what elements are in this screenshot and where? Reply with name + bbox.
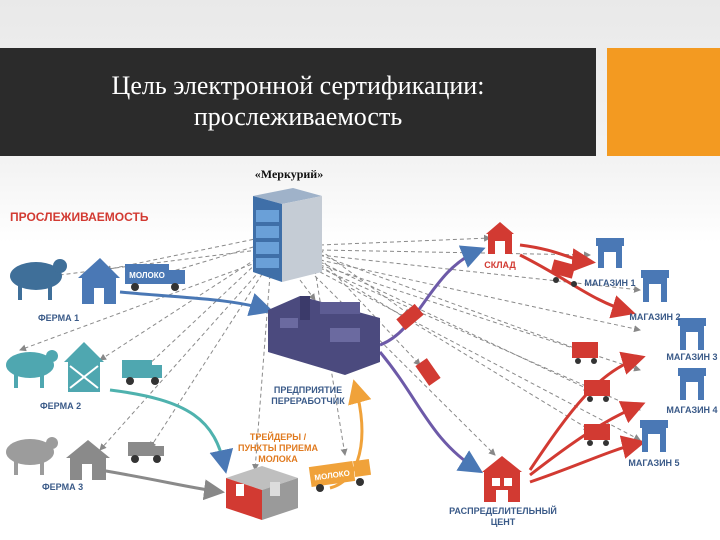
flow-arrows — [99, 243, 646, 501]
red-truck-4 — [572, 342, 598, 364]
title-bar — [0, 48, 596, 156]
farm-3-label: ФЕРМА 3 — [42, 482, 83, 492]
milk-truck-1: МОЛОКО — [125, 264, 185, 291]
warehouse-icon — [486, 222, 514, 254]
milk-truck-2 — [122, 360, 162, 385]
red-truck-2 — [396, 303, 424, 331]
shop-3-icon — [678, 318, 706, 350]
shop-1-label: МАГАЗИН 1 — [584, 278, 635, 288]
title-line-1: Цель электронной сертификации: — [111, 71, 485, 100]
collection-point-icon — [226, 466, 298, 520]
mercury-label: «Меркурий» — [255, 167, 323, 181]
red-truck-6 — [584, 424, 610, 446]
processor-label-line1: ПРЕДПРИЯТИЕ — [274, 385, 342, 395]
dc-label-line2: ЦЕНТ — [491, 517, 516, 527]
farm-2-label: ФЕРМА 2 — [40, 401, 81, 411]
distribution-center-icon — [482, 456, 522, 502]
slide-title: Цель электронной сертификации: прослежив… — [0, 70, 596, 132]
traceability-header: ПРОСЛЕЖИВАЕМОСТЬ — [10, 210, 149, 224]
red-trucks — [396, 259, 610, 446]
milk-truck-3 — [128, 442, 164, 463]
server-icon — [253, 188, 322, 282]
traders-label-line2: ПУНКТЫ ПРИЕМА — [238, 443, 319, 453]
orange-accent-box — [607, 48, 720, 156]
title-line-2: прослеживаемость — [193, 102, 403, 131]
farm-2-icons — [6, 342, 104, 392]
shop-5-label: МАГАЗИН 5 — [628, 458, 679, 468]
processing-plant-icon — [268, 296, 380, 375]
dc-label-line1: РАСПРЕДЕЛИТЕЛЬНЫЙ — [449, 505, 557, 516]
farm-1-icons — [10, 258, 120, 304]
red-truck-1 — [550, 259, 577, 287]
processor-label-line2: ПЕРЕРАБОТЧИК — [271, 396, 345, 406]
red-truck-5 — [584, 380, 610, 402]
farm-3-icons — [6, 437, 110, 480]
warehouse-label: СКЛАД — [484, 260, 516, 270]
farm-1-label: ФЕРМА 1 — [38, 313, 79, 323]
milk-truck-1-label: МОЛОКО — [129, 271, 165, 280]
shop-4-label: МАГАЗИН 4 — [666, 405, 717, 415]
milk-truck-4: МОЛОКО — [308, 458, 372, 492]
shop-icons — [596, 238, 706, 452]
traceability-diagram: «Меркурий» ПРОСЛЕЖИВАЕМОСТЬ — [6, 167, 718, 527]
shop-2-icon — [641, 270, 669, 302]
red-truck-3 — [415, 358, 441, 386]
shop-3-label: МАГАЗИН 3 — [666, 352, 717, 362]
shop-2-label: МАГАЗИН 2 — [629, 312, 680, 322]
shop-1-icon — [596, 238, 624, 268]
shop-5-icon — [640, 420, 668, 452]
shop-4-icon — [678, 368, 706, 400]
traders-label-line1: ТРЕЙДЕРЫ / — [250, 431, 307, 442]
traders-label-line3: МОЛОКА — [258, 454, 298, 464]
